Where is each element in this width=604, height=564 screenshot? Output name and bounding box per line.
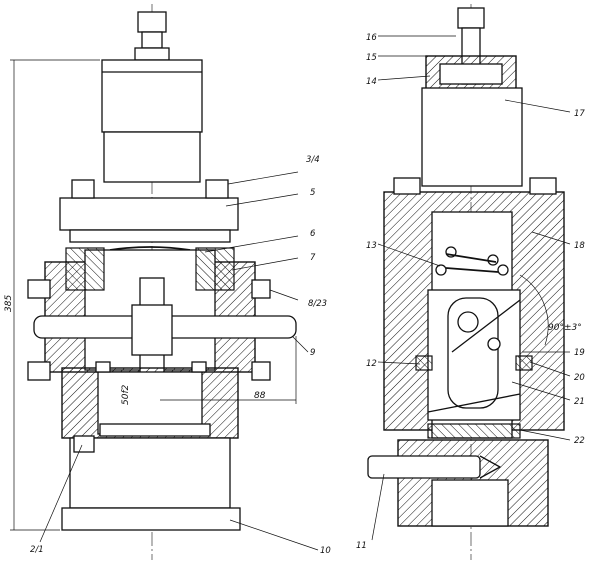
shaft-dia-label: 50f2	[121, 384, 131, 405]
callout-5: 5	[310, 188, 315, 198]
bottom-screw	[367, 455, 481, 479]
base-housing	[69, 437, 231, 509]
base-plate	[61, 507, 241, 531]
angle-label: 90°±3°	[548, 323, 582, 333]
callout-10: 10	[320, 546, 331, 556]
callout-9: 9	[310, 348, 315, 358]
nut-left	[71, 179, 95, 199]
callout-2-1: 2/1	[30, 545, 44, 555]
dimension-overall-height: 385	[4, 59, 100, 531]
callout-7: 7	[310, 253, 316, 263]
callout-8-23: 8/23	[308, 299, 327, 309]
top-bolt-head	[137, 11, 167, 33]
callout-19: 19	[574, 348, 585, 358]
callout-6: 6	[310, 229, 316, 239]
callout-3-4: 3/4	[306, 155, 320, 165]
offset-label: 88	[254, 391, 266, 401]
callout-12: 12	[366, 359, 377, 369]
upper-cylinder	[103, 131, 201, 183]
callout-18: 18	[574, 241, 585, 251]
callout-11: 11	[356, 541, 367, 551]
dimension-shaft: 50f2 88	[121, 336, 297, 405]
callout-16: 16	[366, 33, 377, 43]
right-cylinder	[421, 87, 523, 187]
right-section-view: 90°±3° 16 15 14 17 18 13 19 20 12 21 22	[356, 4, 585, 560]
callout-22: 22	[574, 436, 585, 446]
callout-15: 15	[366, 53, 377, 63]
callout-14: 14	[366, 77, 377, 87]
callout-13: 13	[366, 241, 377, 251]
left-assembly-view: 385 50f2 88 3/4 5 6 7 8/23 9 10 2/1	[4, 4, 331, 560]
callout-20: 20	[574, 373, 585, 383]
callout-21: 21	[574, 397, 585, 407]
nut-right	[205, 179, 229, 199]
callout-17: 17	[574, 109, 585, 119]
flange-plate	[59, 197, 239, 231]
overall-height-label: 385	[4, 295, 14, 312]
upper-cap	[101, 59, 203, 133]
